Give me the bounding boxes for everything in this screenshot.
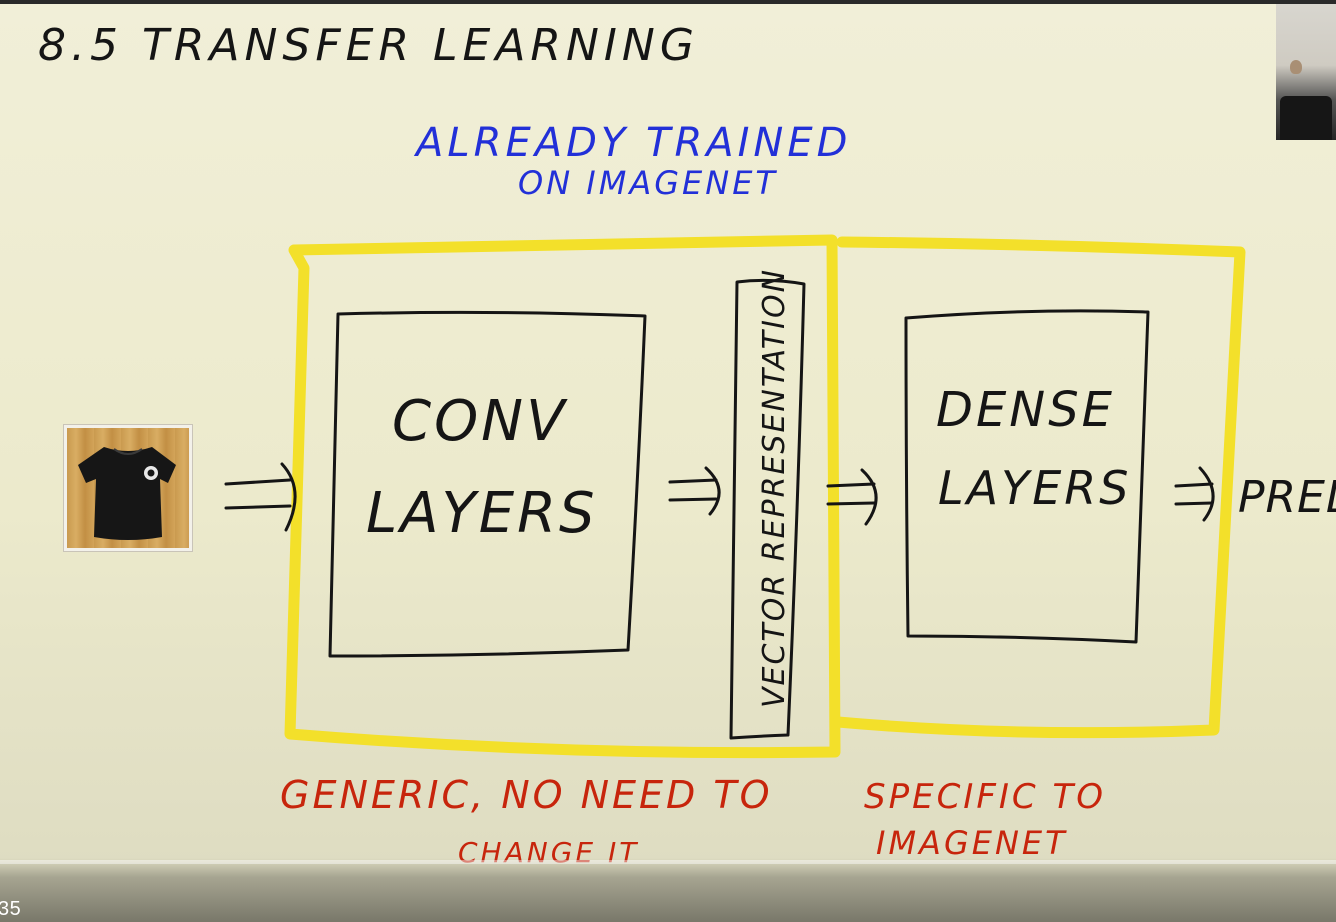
dense-layers-label: LAYERS xyxy=(938,461,1131,515)
conv-layers-label: LAYERS xyxy=(366,481,598,546)
on-imagenet-note: ON IMAGENET xyxy=(518,164,778,202)
progress-bar[interactable] xyxy=(0,860,1336,864)
conv-label: CONV xyxy=(392,389,568,454)
tshirt-icon xyxy=(78,447,176,540)
top-edge xyxy=(0,0,1336,4)
presenter-webcam xyxy=(1276,4,1336,140)
vector-representation-label: VECTOR REPRESENTATION xyxy=(757,268,792,708)
arrow-dense-to-pred xyxy=(1174,466,1215,522)
arrow-vector-to-dense xyxy=(826,468,878,526)
already-trained-note: ALREADY TRAINED xyxy=(413,120,851,166)
vector-representation-box xyxy=(729,278,806,740)
tshirt-photo xyxy=(64,425,192,551)
generic-note: GENERIC, NO NEED TO xyxy=(280,773,773,817)
slide-title: 8.5 TRANSFER LEARNING xyxy=(38,20,699,71)
pred-label: PRED xyxy=(1238,472,1336,523)
dense-layers-box xyxy=(904,309,1150,644)
dense-label: DENSE xyxy=(936,382,1115,438)
presenter-figure xyxy=(1290,60,1302,74)
specific-part-yellow-box xyxy=(832,236,1246,739)
arrow-conv-to-vector xyxy=(668,466,721,516)
arrow-image-to-conv xyxy=(224,462,297,532)
imagenet-note: IMAGENET xyxy=(876,824,1068,862)
generic-part-yellow-box xyxy=(284,234,841,759)
current-time: :35 xyxy=(0,898,22,920)
conv-layers-box xyxy=(328,310,647,658)
player-controls xyxy=(0,858,1336,922)
change-it-note: CHANGE IT xyxy=(458,836,639,869)
chair xyxy=(1280,96,1332,140)
specific-to-note: SPECIFIC TO xyxy=(864,777,1106,817)
